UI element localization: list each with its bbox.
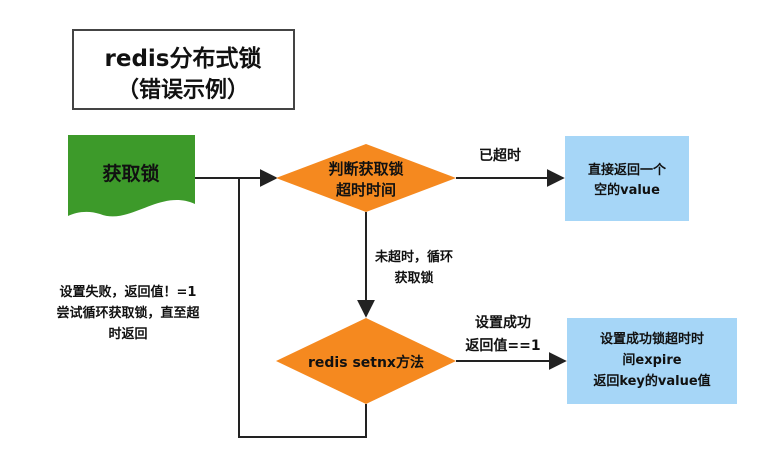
return-empty-line1: 直接返回一个 xyxy=(588,162,667,178)
edge-label-set-fail-line3: 时返回 xyxy=(108,326,147,342)
check-timeout-line2: 超时时间 xyxy=(335,181,396,199)
set-expire-node: 设置成功锁超时时 间expire 返回key的value值 xyxy=(567,318,737,404)
check-timeout-node: 判断获取锁 超时时间 xyxy=(276,144,456,212)
edge-label-not-timed-out-line1: 未超时，循环 xyxy=(374,249,453,265)
setnx-node: redis setnx方法 xyxy=(276,318,456,404)
edge-set-fail-loop xyxy=(238,178,367,438)
edge-label-timed-out: 已超时 xyxy=(479,147,521,164)
set-expire-line3: 返回key的value值 xyxy=(593,373,710,389)
check-timeout-line1: 判断获取锁 xyxy=(328,160,403,178)
title-box: redis分布式锁 （错误示例） xyxy=(72,29,295,110)
edge-label-set-fail-line2: 尝试循环获取锁，直至超 xyxy=(56,305,200,321)
set-expire-line2: 间expire xyxy=(622,352,681,368)
edge-label-set-success-line2: 返回值==1 xyxy=(465,337,540,354)
edge-label-set-success-line1: 设置成功 xyxy=(475,314,531,331)
edge-label-not-timed-out-line2: 获取锁 xyxy=(394,270,433,286)
return-empty-line2: 空的value xyxy=(594,182,660,198)
start-node: 获取锁 xyxy=(68,135,195,217)
start-node-label: 获取锁 xyxy=(102,162,159,185)
title-line1: redis分布式锁 xyxy=(105,45,262,72)
return-empty-node: 直接返回一个 空的value xyxy=(565,136,689,221)
setnx-label: redis setnx方法 xyxy=(308,354,424,371)
edges xyxy=(195,169,567,438)
title-line2: （错误示例） xyxy=(117,77,249,103)
set-expire-line1: 设置成功锁超时时 xyxy=(600,331,704,347)
edge-label-set-fail-line1: 设置失败，返回值！=1 xyxy=(60,284,197,300)
